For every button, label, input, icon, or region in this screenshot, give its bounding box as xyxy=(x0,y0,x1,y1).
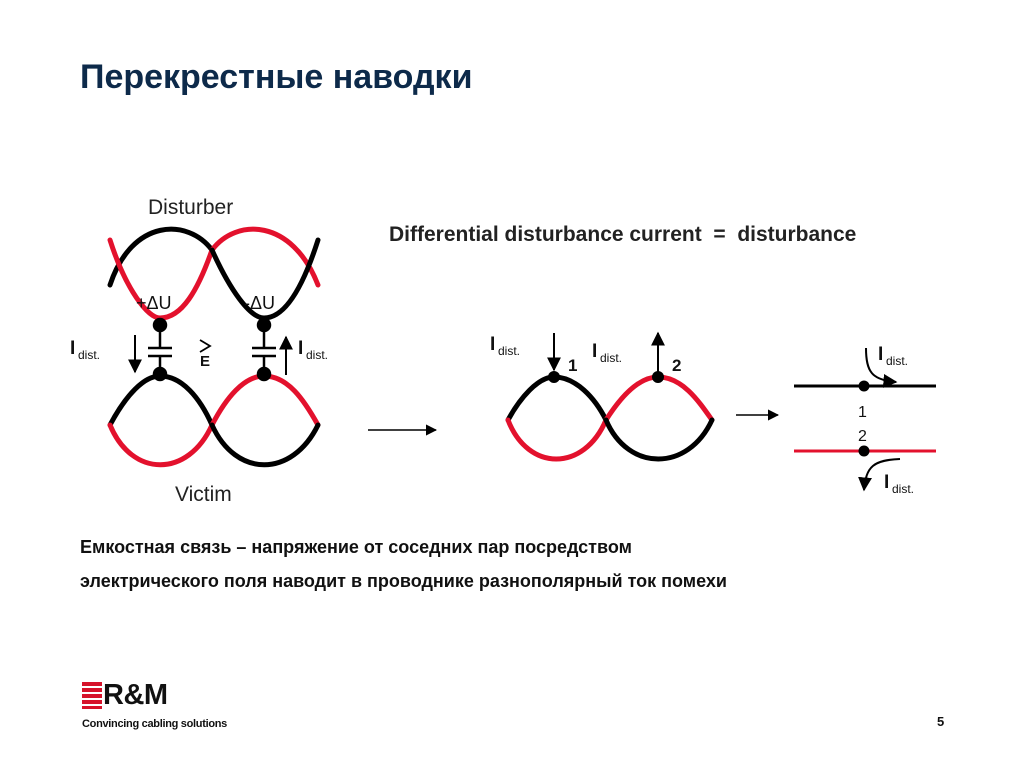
svg-text:I: I xyxy=(70,338,75,359)
middle-current-label-1: I dist. xyxy=(490,334,520,358)
minus-delta-u-label: -ΔU xyxy=(244,293,275,313)
caption-line-2: электрического поля наводит в проводнике… xyxy=(80,571,727,591)
caption-line-1: Емкостная связь – напряжение от соседних… xyxy=(80,537,632,557)
point-1-dot xyxy=(548,371,560,383)
right-current-label-top: I dist. xyxy=(878,344,908,368)
svg-text:I: I xyxy=(878,344,883,365)
current-label-left: I dist. xyxy=(70,338,100,362)
field-e-label: E xyxy=(200,353,210,370)
svg-text:I: I xyxy=(884,472,889,493)
svg-text:dist.: dist. xyxy=(600,351,622,365)
middle-point-2-label: 2 xyxy=(672,356,681,375)
plus-delta-u-label: +ΔU xyxy=(136,293,172,313)
coupling-capacitor-2 xyxy=(252,317,276,382)
victim-wire-black-1 xyxy=(107,373,215,428)
right-point-2-label: 2 xyxy=(858,428,867,445)
right-point-1-label: 1 xyxy=(858,404,867,421)
right-current-out-arrow xyxy=(858,458,901,492)
disturber-label: Disturber xyxy=(148,196,233,219)
differential-heading: Differential disturbance current = distu… xyxy=(389,223,856,246)
coupling-capacitor-1 xyxy=(148,317,172,382)
right-current-in-arrow xyxy=(865,347,898,388)
rm-stripes-icon xyxy=(82,682,102,709)
victim-pair-middle xyxy=(505,374,715,462)
logo-brand-text: R&M xyxy=(103,679,168,711)
page-number: 5 xyxy=(937,714,945,729)
right-point-2-dot xyxy=(858,445,870,457)
middle-point-1-label: 1 xyxy=(568,356,577,375)
brand-logo: R&M Convincing cabling solutions xyxy=(82,679,242,732)
svg-text:dist.: dist. xyxy=(306,348,328,362)
current-label-right: I dist. xyxy=(298,338,328,362)
svg-text:dist.: dist. xyxy=(78,348,100,362)
right-current-label-bottom: I dist. xyxy=(884,472,914,496)
svg-text:I: I xyxy=(298,338,303,359)
middle-current-label-2: I dist. xyxy=(592,341,622,365)
point-2-dot xyxy=(652,371,664,383)
slide-title: Перекрестные наводки xyxy=(80,58,473,96)
victim-pair xyxy=(107,373,321,468)
svg-text:I: I xyxy=(592,341,597,362)
victim-wire-red-1 xyxy=(209,373,321,428)
victim-wire-black-2 xyxy=(209,422,321,468)
victim-label: Victim xyxy=(175,483,232,506)
svg-text:dist.: dist. xyxy=(886,354,908,368)
victim-wire-red-2 xyxy=(107,422,215,468)
field-vector-icon xyxy=(199,339,212,353)
svg-text:I: I xyxy=(490,334,495,355)
svg-text:dist.: dist. xyxy=(892,482,914,496)
right-point-1-dot xyxy=(858,380,870,392)
svg-text:dist.: dist. xyxy=(498,344,520,358)
logo-tagline: Convincing cabling solutions xyxy=(82,718,227,730)
